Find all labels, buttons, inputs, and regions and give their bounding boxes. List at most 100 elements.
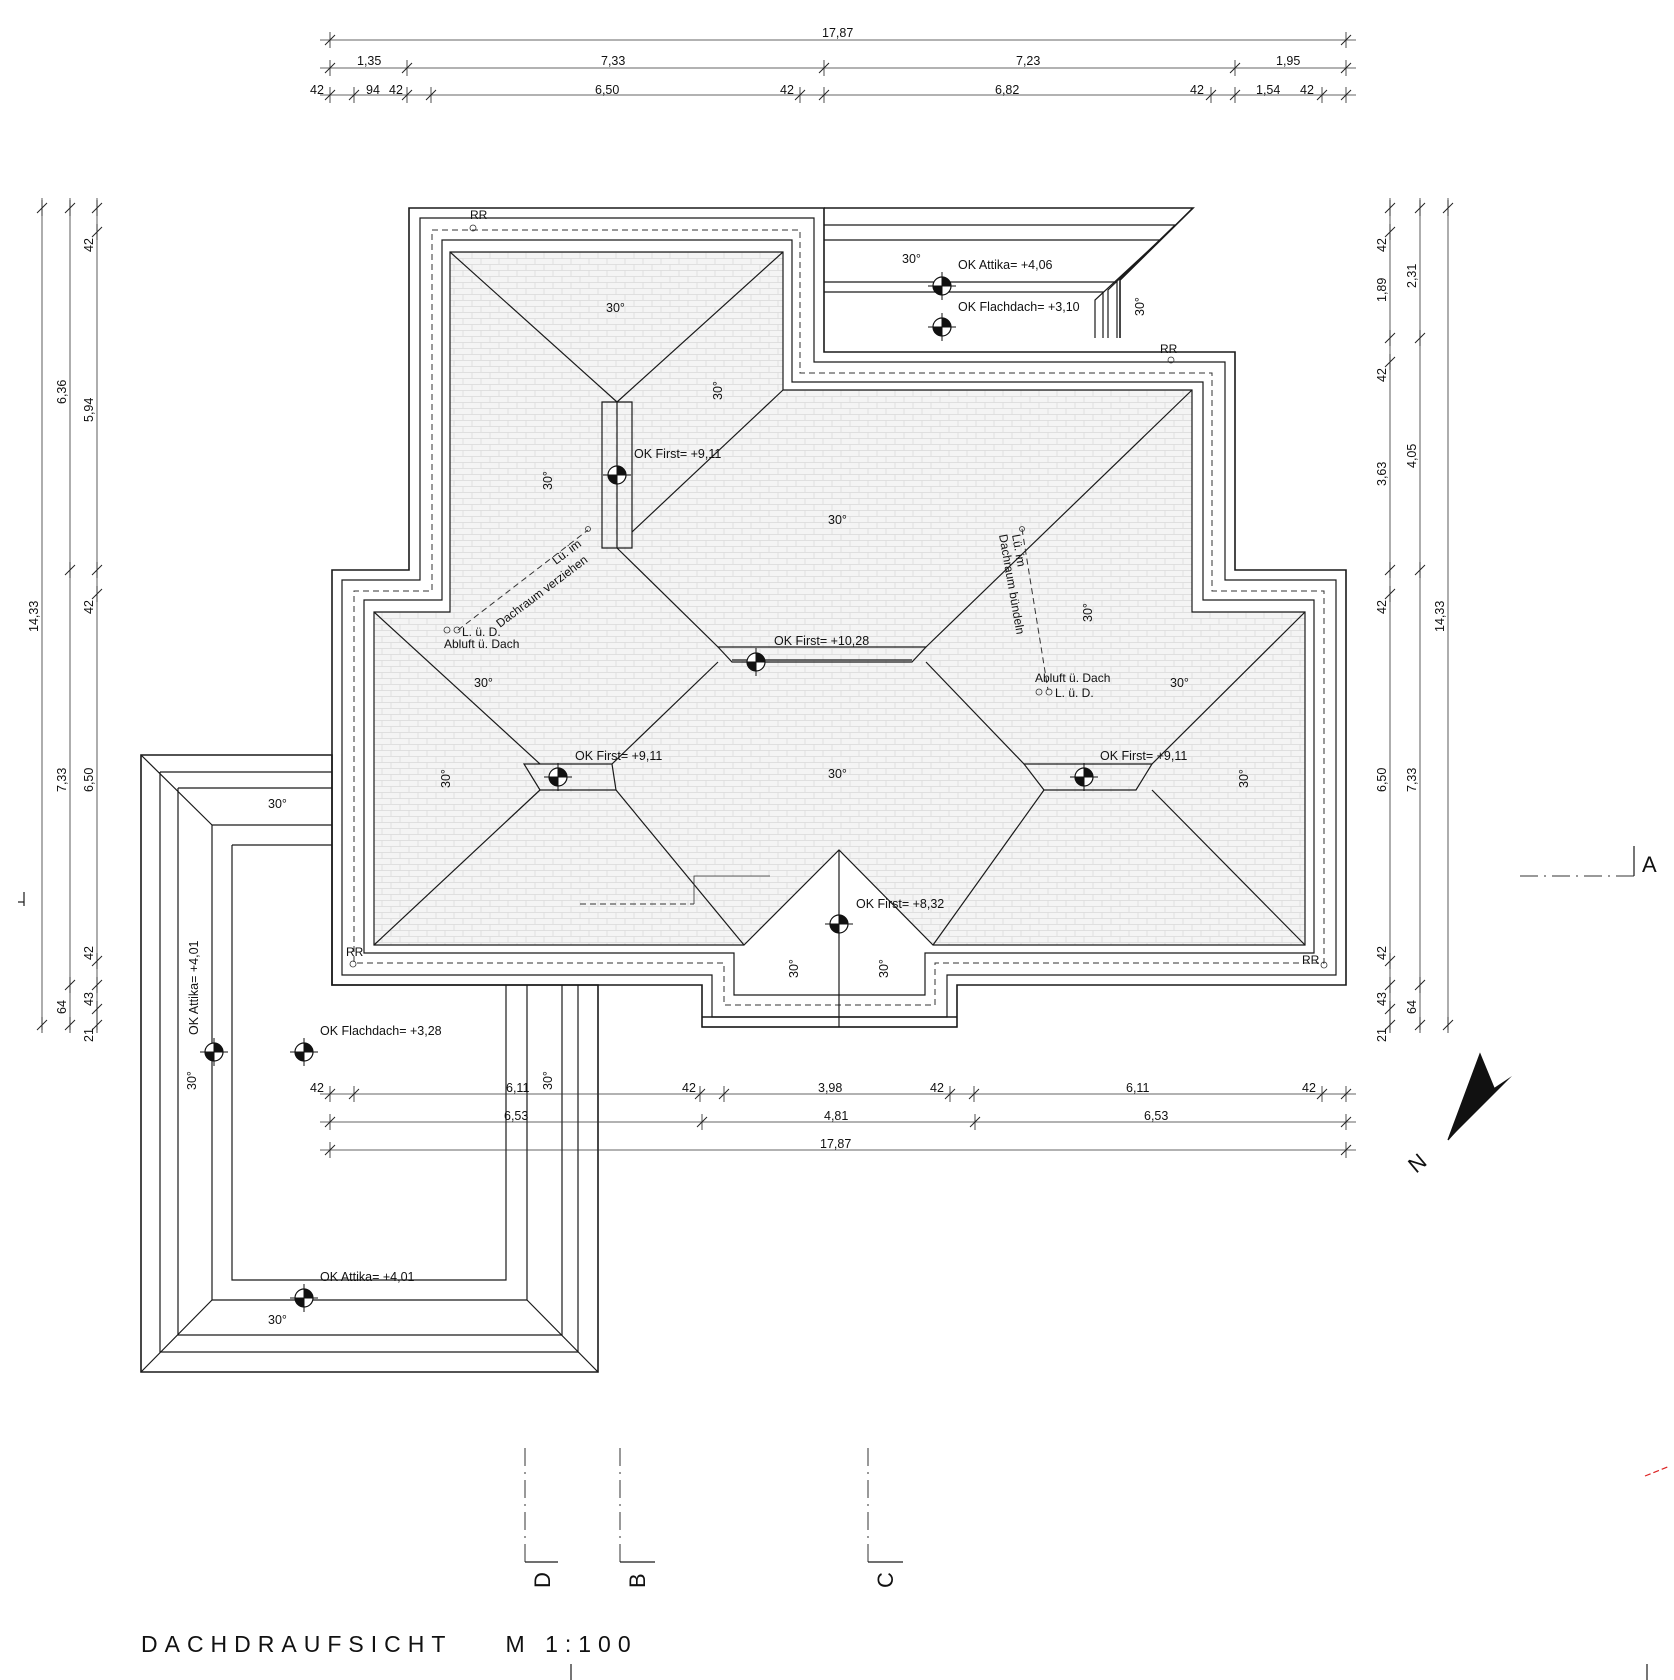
dim-right-i7: 42 xyxy=(1375,946,1389,960)
level-first-w: OK First= +9,11 xyxy=(575,749,662,763)
pitch-gable-left: 30° xyxy=(787,959,801,978)
dim-right-i8: 43 xyxy=(1375,992,1389,1006)
rr-se: RR xyxy=(1302,953,1320,967)
level-first-e: OK First= +9,11 xyxy=(1100,749,1187,763)
dimensions-left: 14,33 6,36 7,33 64 42 5,94 42 6,50 42 43… xyxy=(27,198,103,1042)
pitch-w-flat-bottom: 30° xyxy=(268,1313,287,1327)
dim-top-c: 7,23 xyxy=(1016,54,1040,68)
dim-left-m3: 64 xyxy=(55,1000,69,1014)
dim-right-i5: 42 xyxy=(1375,600,1389,614)
dim-right-i9: 21 xyxy=(1375,1028,1389,1042)
dim-bot-r1-7: 42 xyxy=(1302,1081,1316,1095)
dim-left-i1: 42 xyxy=(82,238,96,252)
dim-top-total: 17,87 xyxy=(822,26,853,40)
dim-left-i2: 5,94 xyxy=(82,398,96,422)
dim-left-m1: 6,36 xyxy=(55,380,69,404)
pitch-w-flat-top: 30° xyxy=(268,797,287,811)
dim-top-r3-3: 42 xyxy=(389,83,403,97)
dim-right-m2: 4,05 xyxy=(1405,444,1419,468)
dim-right-m3: 7,33 xyxy=(1405,768,1419,792)
section-a-label: A xyxy=(1642,852,1657,877)
dim-top-b: 7,33 xyxy=(601,54,625,68)
pitch-w-flat-right: 30° xyxy=(541,1071,555,1090)
level-markers: OK First= +9,11 OK First= +10,28 OK Firs… xyxy=(187,258,1187,1313)
dim-bot-r1-5: 42 xyxy=(930,1081,944,1095)
dim-left-total: 14,33 xyxy=(27,601,41,632)
dim-left-i6: 43 xyxy=(82,992,96,1006)
pitch-nw-left: 30° xyxy=(541,471,555,490)
dim-top-r3-8: 1,54 xyxy=(1256,83,1280,97)
pitch-w-flat-left: 30° xyxy=(185,1071,199,1090)
section-b-label: B xyxy=(625,1573,650,1588)
dim-top-r3-5: 42 xyxy=(780,83,794,97)
pitch-main-north: 30° xyxy=(828,513,847,527)
dim-top-d: 1,95 xyxy=(1276,54,1300,68)
section-d-label: D xyxy=(530,1572,555,1588)
dim-top-r3-6: 6,82 xyxy=(995,83,1019,97)
level-marker xyxy=(927,312,957,342)
note-lue-d-w: L. ü. D. xyxy=(462,625,501,639)
dim-left-m2: 7,33 xyxy=(55,768,69,792)
note-lue-d-e: L. ü. D. xyxy=(1055,686,1094,700)
note-abluft-w: Abluft ü. Dach xyxy=(444,637,519,651)
rr-sw: RR xyxy=(346,945,364,959)
pitch-nw-right: 30° xyxy=(711,381,725,400)
dim-top-r3-9: 42 xyxy=(1300,83,1314,97)
dim-right-i1: 42 xyxy=(1375,238,1389,252)
dimensions-right: 42 1,89 42 3,63 42 6,50 42 43 21 2,31 4,… xyxy=(1375,198,1454,1042)
level-attika-ne: OK Attika= +4,06 xyxy=(958,258,1053,272)
pitch-e-right: 30° xyxy=(1237,769,1251,788)
dim-right-i4: 3,63 xyxy=(1375,462,1389,486)
dim-top-r3-2: 94 xyxy=(366,83,380,97)
drawing-title: DACHDRAUFSICHT M 1:100 xyxy=(141,1631,638,1657)
dim-bot-r1-4: 3,98 xyxy=(818,1081,842,1095)
dim-right-i6: 6,50 xyxy=(1375,768,1389,792)
dim-right-m1: 2,31 xyxy=(1405,264,1419,288)
dim-top-r3-1: 42 xyxy=(310,83,324,97)
dimensions-top: 17,87 1,35 7,33 7,23 1,95 42 94 42 6,50 … xyxy=(310,26,1356,104)
note-lue-im-e: Lü. im xyxy=(1009,533,1028,568)
dim-bot-r1-1: 42 xyxy=(310,1081,324,1095)
dim-top-a: 1,35 xyxy=(357,54,381,68)
north-arrow: N xyxy=(1403,1052,1512,1178)
dim-bot-r1-3: 42 xyxy=(682,1081,696,1095)
main-hip-roof xyxy=(331,207,1347,1028)
dim-bot-r1-6: 6,11 xyxy=(1126,1081,1149,1095)
level-marker xyxy=(289,1037,319,1067)
pitch-main-east: 30° xyxy=(1081,603,1095,622)
dim-right-i2: 1,89 xyxy=(1375,278,1389,302)
level-first-main: OK First= +10,28 xyxy=(774,634,869,648)
dim-bot-r2-3: 6,53 xyxy=(1144,1109,1168,1123)
pitch-w-left: 30° xyxy=(439,769,453,788)
pitch-ne-flat: 30° xyxy=(902,252,921,266)
level-marker xyxy=(289,1283,319,1313)
dim-left-i5: 42 xyxy=(82,946,96,960)
level-first-nw: OK First= +9,11 xyxy=(634,447,721,461)
dim-bot-r1-2: 6,11 xyxy=(506,1081,529,1095)
level-marker xyxy=(927,271,957,301)
section-c-label: C xyxy=(873,1572,898,1588)
level-first-s: OK First= +8,32 xyxy=(856,897,944,911)
level-attika-w: OK Attika= +4,01 xyxy=(187,940,201,1035)
level-marker xyxy=(199,1037,229,1067)
dim-left-i3: 42 xyxy=(82,600,96,614)
dim-right-i3: 42 xyxy=(1375,368,1389,382)
dim-left-i4: 6,50 xyxy=(82,768,96,792)
dim-top-r3-7: 42 xyxy=(1190,83,1204,97)
pitch-gable-right: 30° xyxy=(877,959,891,978)
note-abluft-e: Abluft ü. Dach xyxy=(1035,671,1110,685)
dim-right-total: 14,33 xyxy=(1433,601,1447,632)
level-flachdach-w: OK Flachdach= +3,28 xyxy=(320,1024,442,1038)
dim-bot-r2-1: 6,53 xyxy=(504,1109,528,1123)
dim-bot-r2-2: 4,81 xyxy=(824,1109,848,1123)
pitch-ne-flat-side: 30° xyxy=(1133,297,1147,316)
rr-ne: RR xyxy=(1160,342,1178,356)
dim-left-i7: 21 xyxy=(82,1028,96,1042)
level-flachdach-ne: OK Flachdach= +3,10 xyxy=(958,300,1080,314)
pitch-e-top: 30° xyxy=(1170,676,1189,690)
level-attika-sw: OK Attika= +4,01 xyxy=(320,1270,415,1284)
pitch-nw-top: 30° xyxy=(606,301,625,315)
level-marker xyxy=(824,909,854,939)
pitch-w-top: 30° xyxy=(474,676,493,690)
section-markers: A B C D xyxy=(18,846,1671,1680)
